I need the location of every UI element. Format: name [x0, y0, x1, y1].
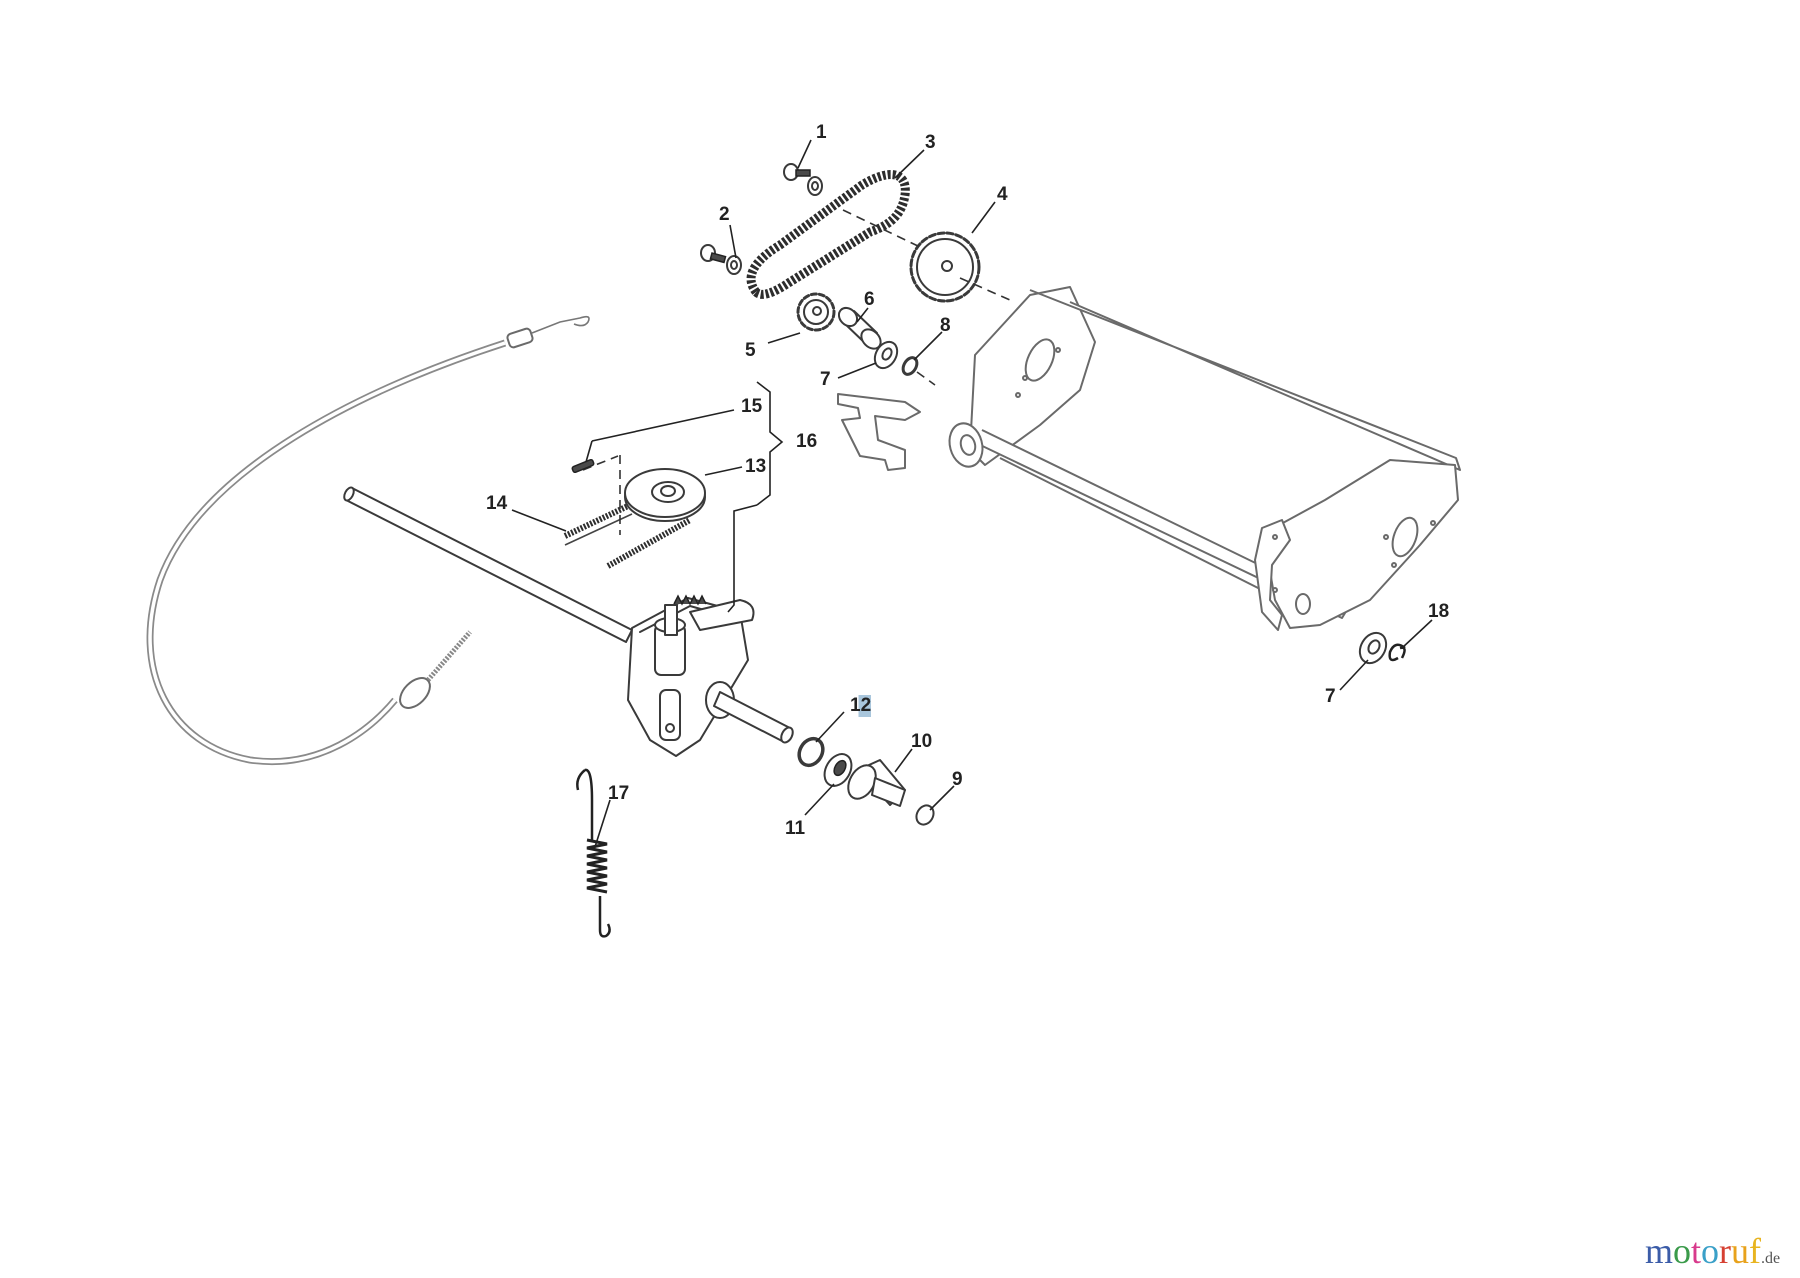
- logo-letter: t: [1691, 1231, 1702, 1271]
- small-sprocket-icon: [796, 292, 836, 332]
- logo-letter: o: [1701, 1231, 1720, 1271]
- leader-lines: [511, 139, 1433, 851]
- callout-12[interactable]: 12: [850, 695, 872, 717]
- chain-drive: [700, 163, 1011, 386]
- callout-5[interactable]: 5: [745, 340, 756, 361]
- logo-letter: m: [1645, 1231, 1674, 1271]
- callout-2[interactable]: 2: [719, 204, 730, 225]
- callout-9[interactable]: 9: [952, 769, 963, 790]
- callout-1[interactable]: 1: [816, 122, 827, 143]
- callout-11[interactable]: 11: [785, 818, 806, 839]
- callout-10[interactable]: 10: [911, 731, 933, 752]
- bushing-icon: [837, 306, 882, 350]
- logo-tld: .de: [1761, 1250, 1781, 1267]
- motoruf-logo: motoruf.de: [1645, 1232, 1780, 1278]
- gearbox: [627, 594, 794, 757]
- callout-8[interactable]: 8: [940, 315, 951, 336]
- callout-13[interactable]: 13: [745, 456, 767, 477]
- control-cable: [146, 315, 590, 765]
- callout-7-right[interactable]: 7: [1325, 686, 1336, 707]
- drive-shaft: [343, 486, 633, 643]
- callout-14[interactable]: 14: [486, 493, 508, 514]
- tension-spring: [576, 768, 611, 938]
- logo-letter: o: [1673, 1231, 1692, 1271]
- bolt-2-icon: [700, 244, 742, 275]
- right-washer-and-circlip: [1358, 631, 1406, 665]
- logo-letter: f: [1749, 1231, 1762, 1271]
- logo-letter: u: [1731, 1231, 1750, 1271]
- pulley-and-belt: [563, 455, 706, 569]
- callout-16[interactable]: 16: [796, 431, 818, 452]
- callout-18[interactable]: 18: [1428, 601, 1450, 622]
- bolt-1-icon: [783, 163, 823, 196]
- logo-letter: r: [1719, 1231, 1732, 1271]
- callout-7[interactable]: 7: [820, 369, 831, 390]
- roller-frame: [837, 286, 1461, 631]
- callout-3[interactable]: 3: [925, 132, 936, 153]
- callout-6[interactable]: 6: [864, 289, 875, 310]
- hub-parts: [797, 736, 935, 826]
- callout-17[interactable]: 17: [608, 783, 630, 804]
- callout-4[interactable]: 4: [997, 184, 1008, 205]
- callout-15[interactable]: 15: [741, 396, 763, 417]
- large-sprocket-icon: [909, 231, 981, 303]
